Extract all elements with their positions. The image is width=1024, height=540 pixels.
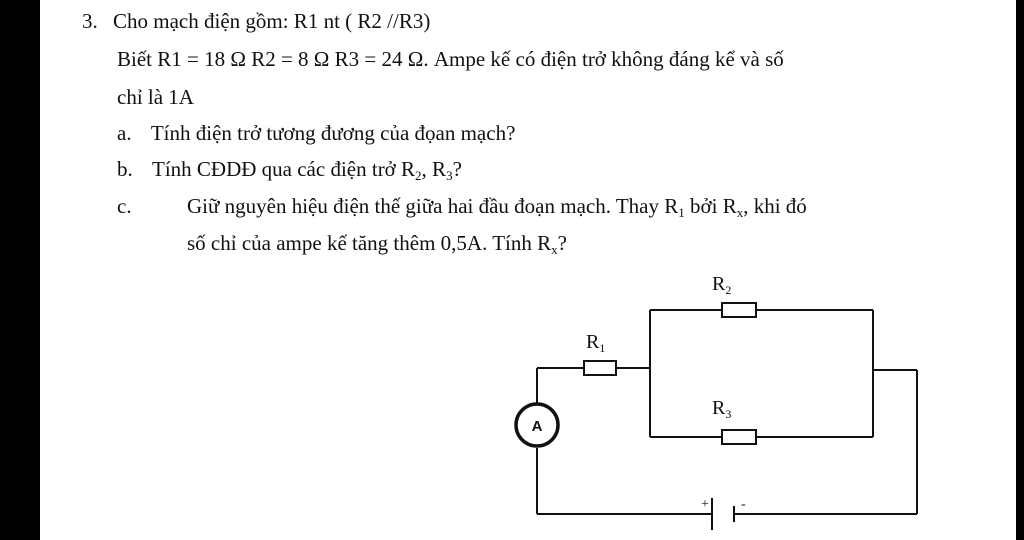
question-b-text: Tính CĐDĐ qua các điện trở R2, R3? <box>152 157 462 183</box>
question-c-line-1: Giữ nguyên hiệu điện thế giữa hai đầu đo… <box>187 194 807 220</box>
given-line-1: Biết R1 = 18 Ω R2 = 8 Ω R3 = 24 Ω. Ampe … <box>117 47 784 71</box>
r2-label: R2 <box>712 273 731 297</box>
question-b-marker: b. <box>117 157 133 181</box>
question-c-marker: c. <box>117 194 132 218</box>
question-c-line-2: số chỉ của ampe kế tăng thêm 0,5A. Tính … <box>187 231 567 257</box>
battery-plus-label: + <box>701 497 709 512</box>
resistor-r2-icon <box>721 302 757 318</box>
resistor-r3-icon <box>721 429 757 445</box>
problem-title-line: 3. Cho mạch điện gồm: R1 nt ( R2 //R3) <box>82 8 430 34</box>
r1-label: R1 <box>586 331 605 355</box>
question-a-text: Tính điện trở tương đương của đọan mạch? <box>150 121 516 145</box>
resistor-r1-icon <box>583 360 617 376</box>
given-line-2: chỉ là 1A <box>117 85 194 109</box>
right-black-margin <box>1016 0 1024 540</box>
r3-label: R3 <box>712 397 731 421</box>
problem-number: 3. <box>82 9 98 33</box>
left-black-margin <box>0 0 40 540</box>
problem-title: Cho mạch điện gồm: R1 nt ( R2 //R3) <box>113 9 431 33</box>
ammeter-icon <box>514 402 560 448</box>
question-b: b. Tính CĐDĐ qua các điện trở R2, R3? <box>117 156 462 182</box>
battery-minus-label: - <box>741 497 746 512</box>
question-a: a. Tính điện trở tương đương của đọan mạ… <box>117 120 515 146</box>
ammeter-label: A <box>532 418 543 435</box>
question-a-marker: a. <box>117 121 132 145</box>
